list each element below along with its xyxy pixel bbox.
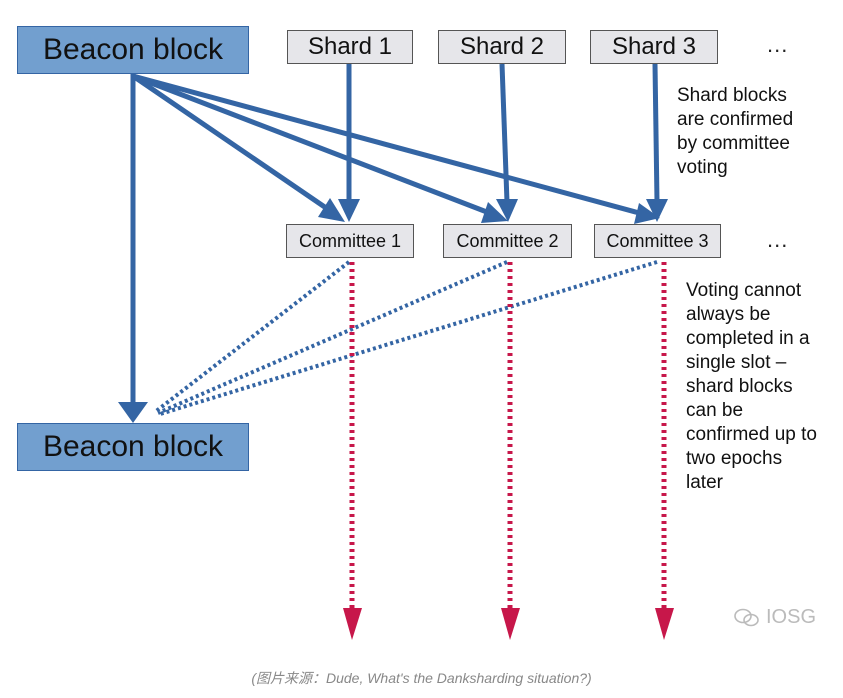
note-top-line: Shard blocks [677, 85, 787, 106]
shard2-to-committee2-arrow [499, 63, 510, 203]
note-bottom-line: always be [686, 304, 771, 325]
beacon-chain-arrowhead [118, 402, 148, 423]
committee2-future-arrowhead [501, 608, 520, 640]
shard-2-box: Shard 2 [438, 30, 566, 64]
beacon-to-committee1-arrowhead [318, 198, 345, 222]
committee3-to-beacon-dotted [159, 260, 658, 416]
shard-3-box: Shard 3 [590, 30, 718, 64]
committee-2-box: Committee 2 [443, 224, 572, 258]
shard3-to-committee3-arrow [652, 63, 660, 203]
committee1-to-beacon-dotted [153, 260, 351, 414]
wechat-icon [734, 608, 759, 626]
shard-1-box: Shard 1 [287, 30, 413, 64]
beacon-to-committee3-arrowhead [634, 203, 660, 224]
note-bottom-line: can be [686, 400, 744, 421]
note-committee-voting: Shard blocks are confirmed by committee … [677, 84, 793, 180]
shard3-to-committee3-arrowhead [646, 199, 668, 222]
beacon-to-committee2-arrow [132, 73, 493, 217]
shard2-to-committee2-arrowhead [496, 199, 518, 222]
committee-3-box: Committee 3 [594, 224, 721, 258]
note-voting-delay: Voting cannot always be completed in a s… [686, 279, 817, 495]
committee-1-box: Committee 1 [286, 224, 414, 258]
watermark-text: IOSG [766, 606, 817, 628]
note-top-line: by committee [677, 133, 790, 154]
more-shards-ellipsis: ... [767, 32, 789, 57]
beacon-to-committee2-arrowhead [481, 202, 508, 223]
committee2-to-beacon-dotted [157, 260, 508, 415]
note-top-line: are confirmed [677, 109, 794, 130]
more-committees-ellipsis: ... [767, 227, 789, 252]
note-bottom-line: Voting cannot [686, 280, 802, 301]
committee3-future-arrowhead [655, 608, 674, 640]
beacon-to-committee3-arrow [132, 73, 644, 217]
image-caption: (图片来源：Dude, What's the Danksharding situ… [251, 670, 592, 686]
shard1-to-committee1-arrowhead [338, 199, 360, 222]
note-bottom-line: shard blocks [686, 376, 793, 397]
beacon-to-committee1-arrow [131, 73, 334, 215]
beacon-block-bottom: Beacon block [17, 423, 249, 471]
note-bottom-line: two epochs [686, 448, 783, 469]
beacon-block-top: Beacon block [17, 26, 249, 74]
note-bottom-line: completed in a [686, 328, 810, 349]
note-bottom-line: later [686, 472, 723, 493]
note-bottom-line: single slot – [686, 352, 787, 373]
note-bottom-line: confirmed up to [686, 424, 817, 445]
watermark: IOSG [734, 606, 816, 629]
committee1-future-arrowhead [343, 608, 362, 640]
note-top-line: voting [677, 157, 728, 178]
